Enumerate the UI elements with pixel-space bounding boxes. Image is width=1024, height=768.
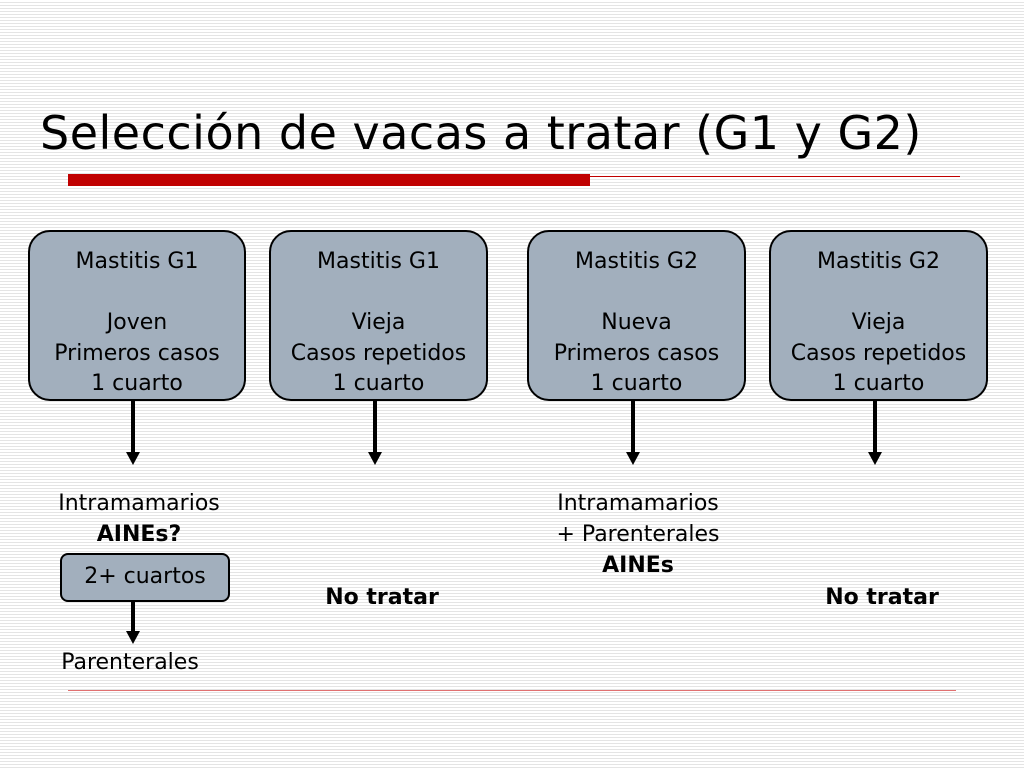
box-line: Vieja [851, 310, 906, 335]
box-heading: Mastitis G2 [817, 249, 940, 274]
box-mastitis-g1-young: Mastitis G1 Joven Primeros casos 1 cuart… [28, 230, 246, 401]
footer-rule [68, 690, 956, 691]
outcome-parenterales: Parenterales [61, 650, 199, 675]
outcome-no-tratar-g1: No tratar [325, 585, 439, 610]
box-two-plus-quarters: 2+ cuartos [60, 553, 230, 602]
box-line: Vieja [351, 310, 406, 335]
box-line: Casos repetidos [790, 340, 967, 366]
arrow-down-icon [126, 602, 140, 644]
box-mastitis-g2-old: Mastitis G2 Vieja Casos repetidos 1 cuar… [769, 230, 988, 401]
box-line: Primeros casos [553, 340, 720, 366]
box-line: 1 cuarto [832, 371, 925, 396]
box-mastitis-g2-new: Mastitis G2 Nueva Primeros casos 1 cuart… [527, 230, 746, 401]
arrow-down-icon [868, 401, 882, 465]
box-line: Joven [106, 310, 168, 335]
arrow-down-icon [126, 401, 140, 465]
box-line: Primeros casos [54, 340, 220, 366]
outcome-line-bold: AINEs [602, 553, 674, 578]
box-mastitis-g1-old: Mastitis G1 Vieja Casos repetidos 1 cuar… [269, 230, 488, 401]
outcome-line: Intramamarios [58, 491, 220, 516]
outcome-g1-young: Intramamarios AINEs? [30, 488, 248, 550]
box-line: 1 cuarto [590, 371, 683, 396]
box-heading: Mastitis G1 [317, 249, 440, 274]
box-heading: Mastitis G1 [75, 249, 199, 274]
box-line: Casos repetidos [290, 340, 467, 366]
box-line: 1 cuarto [332, 371, 425, 396]
slide-title: Selección de vacas a tratar (G1 y G2) [40, 106, 922, 160]
box-line: Nueva [601, 310, 672, 335]
outcome-line: + Parenterales [556, 522, 720, 547]
title-underline-thin [590, 176, 960, 177]
box-line: 1 cuarto [91, 371, 183, 396]
outcome-g2-new: Intramamarios + Parenterales AINEs [528, 488, 748, 581]
box-heading: Mastitis G2 [575, 249, 698, 274]
outcome-no-tratar-g2: No tratar [825, 585, 939, 610]
title-underline-thick [68, 174, 590, 186]
outcome-line-bold: AINEs? [96, 522, 182, 547]
arrow-down-icon [626, 401, 640, 465]
arrow-down-icon [368, 401, 382, 465]
outcome-line: Intramamarios [557, 491, 719, 516]
